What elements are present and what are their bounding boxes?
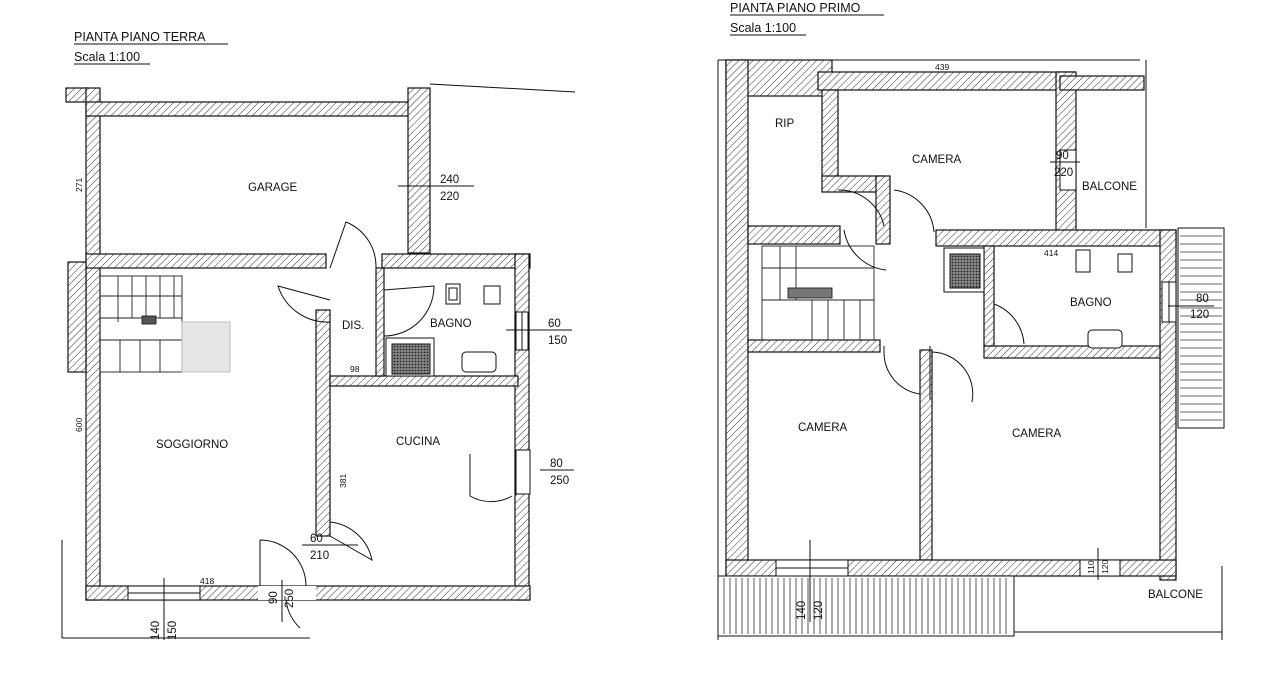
wall-rip-south-step <box>821 175 883 193</box>
wall-stub <box>67 261 87 373</box>
room-label-rip: RIP <box>775 118 795 130</box>
room-label-camera-right: CAMERA <box>1012 428 1062 440</box>
wall-rip-south <box>747 225 841 245</box>
wall <box>65 87 89 103</box>
dim-camera-window-top: 90 <box>1056 150 1069 162</box>
room-label-dis: DIS. <box>342 320 364 332</box>
wall-garage-north <box>85 101 421 117</box>
dim-garage-bottom: 220 <box>440 191 459 203</box>
dim-bottom-right-right: 120 <box>1100 560 1110 574</box>
wall-west <box>725 59 749 581</box>
dim-garage-top: 240 <box>440 174 459 186</box>
wall-rip-camera <box>821 89 839 179</box>
dim-soggiorno-height: 600 <box>74 418 84 432</box>
wall-hall-top <box>875 175 891 245</box>
balcony-railing-east <box>1177 227 1225 429</box>
dim-bagno-window-top: 80 <box>1196 293 1209 305</box>
staircase <box>99 275 231 373</box>
ground-floor-plan: PIANTA PIANO TERRA Scala 1:100 <box>61 30 576 640</box>
dim-bottom-window-right: 120 <box>813 601 825 620</box>
wall-soggiorno-cucina <box>315 309 331 537</box>
dim-bagno-window-top: 60 <box>548 318 561 330</box>
dim-bottom-window-right: 150 <box>167 621 179 640</box>
wall-cucina-north <box>329 375 519 387</box>
dim-front-door-bottom: 210 <box>310 550 329 562</box>
room-label-bagno: BAGNO <box>430 318 472 330</box>
wall-garage-south <box>85 253 327 269</box>
dim-cucina-height: 381 <box>338 474 348 488</box>
dim-bottom-door-right: 250 <box>284 589 296 608</box>
wall-garage-east <box>407 87 431 254</box>
dim-dis-width: 98 <box>350 364 360 374</box>
room-label-balcone-top: BALCONE <box>1082 181 1137 193</box>
first-floor-scale: Scala 1:100 <box>730 21 796 35</box>
wall-bagno-north <box>381 253 531 269</box>
room-label-camera-top: CAMERA <box>912 154 962 166</box>
room-label-cucina: CUCINA <box>396 436 440 448</box>
dim-camera-window-bottom: 220 <box>1054 167 1073 179</box>
dim-bottom-window-left: 140 <box>796 601 808 620</box>
wall-bagno-north <box>935 229 1177 247</box>
dim-bagno-note: 414 <box>1044 248 1058 258</box>
first-floor-plan: PIANTA PIANO PRIMO Scala 1:100 <box>717 1 1225 640</box>
dim-bottom-door-left: 90 <box>268 591 280 604</box>
dim-bottom-width: 418 <box>200 576 214 586</box>
wall-balcone-north <box>1059 75 1145 91</box>
room-label-bagno: BAGNO <box>1070 297 1112 309</box>
dim-front-door-top: 60 <box>310 533 323 545</box>
room-label-balcone-bottom: BALCONE <box>1148 589 1203 601</box>
wall-camera-north <box>817 71 1075 91</box>
wall-west <box>85 87 101 601</box>
dim-bottom-right-left: 110 <box>1086 560 1096 574</box>
wall-stair-south <box>747 339 881 353</box>
dim-bottom-window-left: 140 <box>150 621 162 640</box>
wall-bagno-west <box>983 245 995 347</box>
room-label-soggiorno: SOGGIORNO <box>156 439 228 451</box>
room-label-garage: GARAGE <box>248 182 298 194</box>
dim-garage-height: 271 <box>74 178 84 192</box>
dim-top-width: 439 <box>935 62 949 72</box>
ground-floor-title: PIANTA PIANO TERRA <box>74 30 206 44</box>
dim-bagno-window-bottom: 120 <box>1190 309 1209 321</box>
ground-floor-scale: Scala 1:100 <box>74 50 140 64</box>
first-floor-title: PIANTA PIANO PRIMO <box>730 1 861 15</box>
dim-cucina-door-top: 80 <box>550 458 563 470</box>
wall-east <box>514 253 530 601</box>
wall-bagno-south <box>983 345 1161 359</box>
dim-cucina-door-bottom: 250 <box>550 475 569 487</box>
room-label-camera-left: CAMERA <box>798 422 848 434</box>
staircase <box>761 245 875 341</box>
dim-bagno-window-bottom: 150 <box>548 335 567 347</box>
wall-dis-bagno <box>375 267 385 377</box>
balcony-railing-south <box>717 575 1015 637</box>
